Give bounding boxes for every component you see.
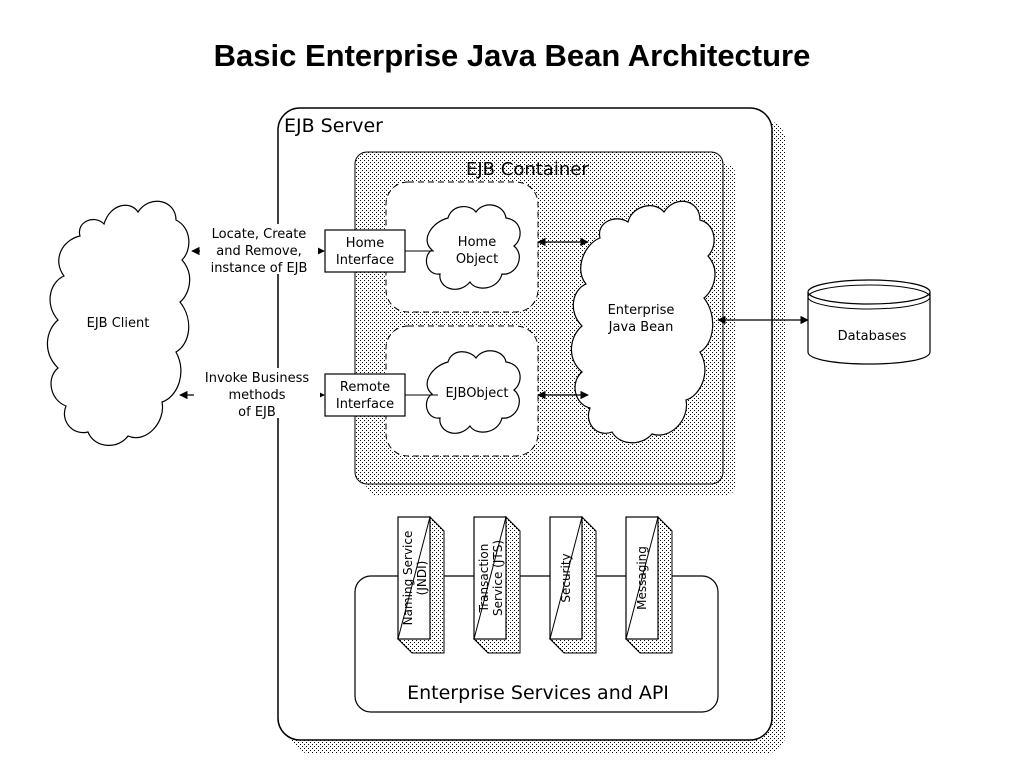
client-remote-arrow-label-line1: Invoke Business <box>205 371 309 386</box>
home-interface-label-line1: Home <box>346 236 384 251</box>
server-label: EJB Server <box>284 115 383 137</box>
security-service-label: Security <box>559 553 573 602</box>
ejb-object-label: EJBObject <box>445 386 508 401</box>
client-home-arrow-label-line3: instance of EJB <box>211 261 308 276</box>
bean-label-line2: Java Bean <box>608 320 674 335</box>
messaging-service-box: Messaging <box>624 515 673 654</box>
transaction-service-label-line1: Transaction <box>477 544 491 614</box>
remote-interface-label-line1: Remote <box>340 380 390 395</box>
services-panel-label: Enterprise Services and API <box>407 682 669 704</box>
home-object-cloud <box>425 204 521 290</box>
home-interface-label-line2: Interface <box>336 253 394 268</box>
home-object-label-line1: Home <box>458 235 496 250</box>
naming-service-label-line1: Naming Service <box>401 531 415 626</box>
bean-label-line1: Enterprise <box>608 303 675 318</box>
transaction-service-label-line2: Service (JTS) <box>491 540 505 616</box>
naming-service-box: Naming Service (JNDI) <box>396 515 445 654</box>
client-remote-arrow-label-line3: of EJB <box>238 405 276 420</box>
database-label: Databases <box>838 329 907 344</box>
ejb-object-cloud <box>425 350 521 434</box>
client-label: EJB Client <box>87 316 150 331</box>
slide-title: Basic Enterprise Java Bean Architecture <box>213 38 811 73</box>
remote-interface-label-line2: Interface <box>336 397 394 412</box>
client-cloud <box>46 200 191 446</box>
home-interface-box <box>324 229 406 273</box>
client-home-arrow-label-line2: and Remove, <box>216 244 301 259</box>
transaction-service-box: Transaction Service (JTS) <box>472 515 521 654</box>
remote-interface-box <box>324 373 406 417</box>
enterprise-bean-cloud <box>570 200 716 444</box>
client-home-arrow-label-line1: Locate, Create <box>212 227 307 242</box>
messaging-service-label: Messaging <box>635 546 649 610</box>
database-icon <box>807 279 931 365</box>
container-label: EJB Container <box>466 159 589 180</box>
client-remote-arrow-label-line2: methods <box>229 388 286 403</box>
client-remote-arrow-label-bg <box>194 368 320 418</box>
naming-service-label-line2: (JNDI) <box>415 561 429 596</box>
client-home-arrow-label-bg <box>200 224 318 274</box>
security-service-box: Security <box>548 515 597 654</box>
home-object-label-line2: Object <box>456 252 498 267</box>
